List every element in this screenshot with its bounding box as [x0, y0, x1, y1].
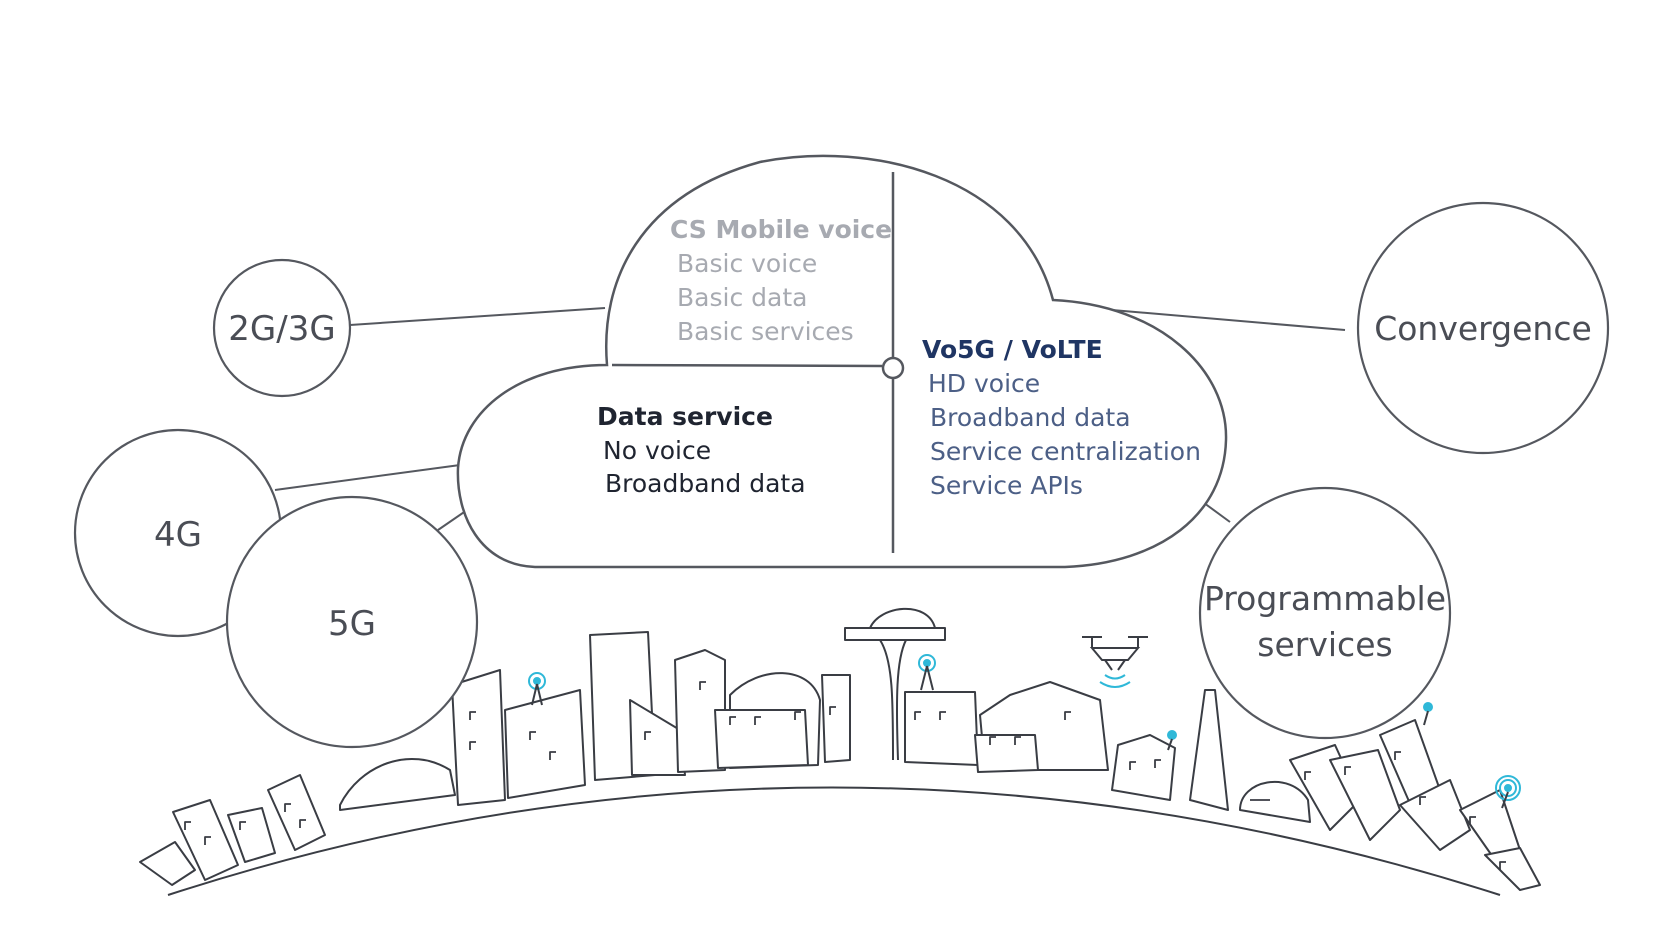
- label-5g: 5G: [328, 604, 376, 644]
- vo5g-item-4: Service APIs: [930, 471, 1083, 500]
- building: [714, 709, 809, 769]
- cs-mobile-voice-block: CS Mobile voice Basic voice Basic data B…: [670, 215, 892, 346]
- cloud-divider-horizontal: [611, 363, 883, 368]
- antenna-icon: [918, 654, 936, 691]
- data-title: Data service: [597, 402, 773, 431]
- tech-circle-labels: 2G/3G 4G 5G Convergence Programmable ser…: [154, 309, 1592, 664]
- building: [1189, 689, 1229, 811]
- building: [1399, 779, 1471, 851]
- vo5g-item-2: Broadband data: [930, 403, 1131, 432]
- vo5g-title: Vo5G / VoLTE: [922, 335, 1103, 364]
- building: [267, 774, 326, 851]
- antenna-icons: [528, 654, 1521, 809]
- city-skyline: [139, 607, 1541, 896]
- label-programmable: Programmable: [1204, 579, 1446, 618]
- connector-lines: [274, 307, 1346, 531]
- vo5g-block: Vo5G / VoLTE HD voice Broadband data Ser…: [922, 335, 1201, 500]
- connector-4g: [274, 464, 461, 491]
- skyline-ground-arc: [167, 786, 1501, 896]
- building: [629, 699, 686, 776]
- tower: [869, 607, 936, 629]
- connector-2g3g: [349, 307, 606, 326]
- cs-item-3: Basic services: [677, 317, 854, 346]
- cs-item-2: Basic data: [677, 283, 807, 312]
- data-item-1: No voice: [603, 436, 711, 465]
- vo5g-item-1: HD voice: [928, 369, 1040, 398]
- tower-deck: [844, 627, 946, 641]
- data-service-block: Data service No voice Broadband data: [597, 402, 806, 498]
- label-convergence: Convergence: [1374, 309, 1592, 348]
- cs-title: CS Mobile voice: [670, 215, 892, 244]
- building: [451, 669, 506, 806]
- building: [1239, 781, 1311, 823]
- circle-5g: [225, 495, 479, 749]
- building: [1484, 847, 1541, 891]
- data-item-2: Broadband data: [605, 469, 806, 498]
- cloud-outline: [456, 154, 1228, 569]
- services-cloud: [456, 154, 1228, 569]
- building: [227, 807, 276, 863]
- building: [904, 691, 979, 766]
- vo5g-item-3: Service centralization: [930, 437, 1201, 466]
- label-services: services: [1257, 625, 1392, 664]
- building: [1329, 749, 1401, 841]
- circle-2g3g: [212, 258, 352, 398]
- label-2g3g: 2G/3G: [228, 309, 335, 349]
- building: [504, 689, 586, 799]
- antenna-icon: [1495, 775, 1521, 809]
- circle-convergence: [1356, 201, 1610, 455]
- cs-item-1: Basic voice: [677, 249, 817, 278]
- circle-programmable: [1198, 486, 1452, 740]
- building: [821, 674, 851, 763]
- building: [139, 841, 196, 886]
- building: [339, 757, 456, 811]
- antenna-icon: [528, 672, 546, 706]
- label-4g: 4G: [154, 515, 202, 555]
- building: [974, 734, 1039, 773]
- antenna-icon: [1423, 702, 1433, 726]
- connector-convergence: [1111, 309, 1346, 331]
- building: [1111, 734, 1176, 801]
- antenna-icon: [1167, 730, 1177, 751]
- window-marks: [184, 681, 1506, 870]
- drone-icon: [1082, 636, 1148, 688]
- cloud-junction: [881, 356, 905, 380]
- tech-circles: [73, 201, 1610, 749]
- tower-shaft: [879, 639, 907, 761]
